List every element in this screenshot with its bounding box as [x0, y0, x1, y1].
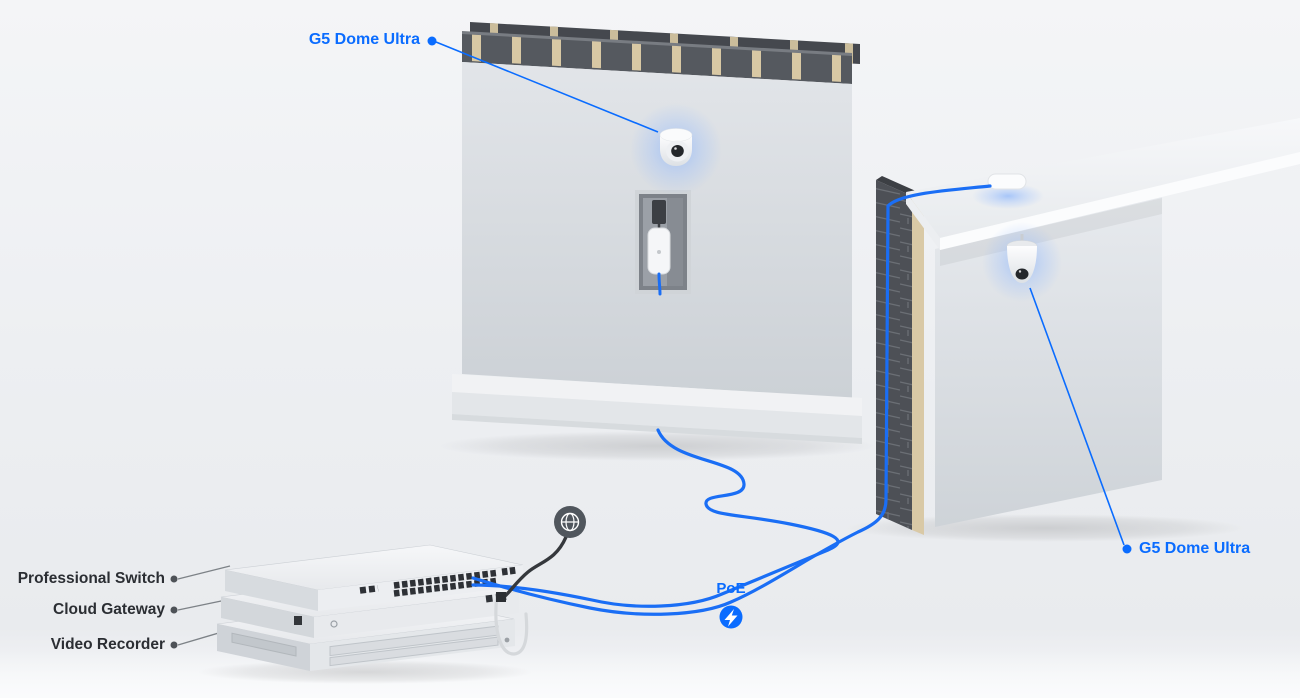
- brick-column: [876, 176, 924, 535]
- dome-camera-right: [982, 222, 1062, 302]
- leader-line-gateway: [177, 599, 227, 611]
- ethernet-port-row: [393, 569, 497, 589]
- professional-switch-device: [224, 544, 524, 611]
- poe-badge: [719, 605, 743, 629]
- ethernet-ports: [359, 585, 379, 594]
- niche-plug: [652, 200, 666, 224]
- wall-niche: [635, 190, 691, 296]
- leader-dot-gateway: [170, 606, 178, 614]
- leader-line-camera-top: [435, 41, 659, 133]
- internet-cable: [502, 535, 568, 599]
- device-stack: [197, 544, 533, 684]
- label-video-recorder: Video Recorder: [50, 636, 165, 653]
- gateway-logo: [330, 620, 338, 628]
- stack-shadow: [197, 660, 533, 684]
- leader-dot-switch: [170, 575, 178, 583]
- leader-dot-camera-top: [427, 36, 437, 46]
- label-poe: PoE: [716, 580, 746, 597]
- floor: [0, 650, 1300, 698]
- cable-plug: [496, 592, 506, 602]
- leader-dot-camera-right: [1122, 544, 1132, 554]
- left-wall: [439, 22, 875, 461]
- drive-bay: [329, 636, 499, 667]
- camera-lens: [671, 145, 684, 157]
- label-camera-top: G5 Dome Ultra: [308, 31, 420, 48]
- left-wall-shadow: [439, 431, 875, 461]
- wood-strip: [912, 196, 924, 535]
- leader-line-recorder: [177, 631, 223, 646]
- label-cloud-gateway: Cloud Gateway: [53, 601, 165, 618]
- drive-bay: [231, 632, 297, 657]
- label-professional-switch: Professional Switch: [17, 570, 165, 587]
- poe-cable-right-camera: [471, 184, 992, 616]
- ceiling-mount-box: [972, 173, 1044, 209]
- label-camera-right: G5 Dome Ultra: [1139, 540, 1251, 557]
- poe-cable-left-camera: [471, 428, 840, 608]
- right-structure: [845, 118, 1300, 542]
- leader-line-switch: [177, 565, 231, 580]
- camera-lens: [1015, 268, 1029, 280]
- sfp-ports: [501, 566, 517, 576]
- lightning-icon: [724, 609, 738, 627]
- power-cable: [494, 592, 529, 656]
- niche-cable: [657, 272, 662, 296]
- wall-framing: [462, 22, 860, 84]
- dome-camera-left: [630, 103, 722, 195]
- ethernet-port-row: [393, 577, 497, 597]
- internet-globe-icon: [554, 506, 586, 538]
- leader-dot-recorder: [170, 641, 178, 649]
- gateway-port: [294, 616, 302, 625]
- leader-line-camera-right: [1029, 287, 1125, 546]
- leader-lines: [170, 36, 1132, 649]
